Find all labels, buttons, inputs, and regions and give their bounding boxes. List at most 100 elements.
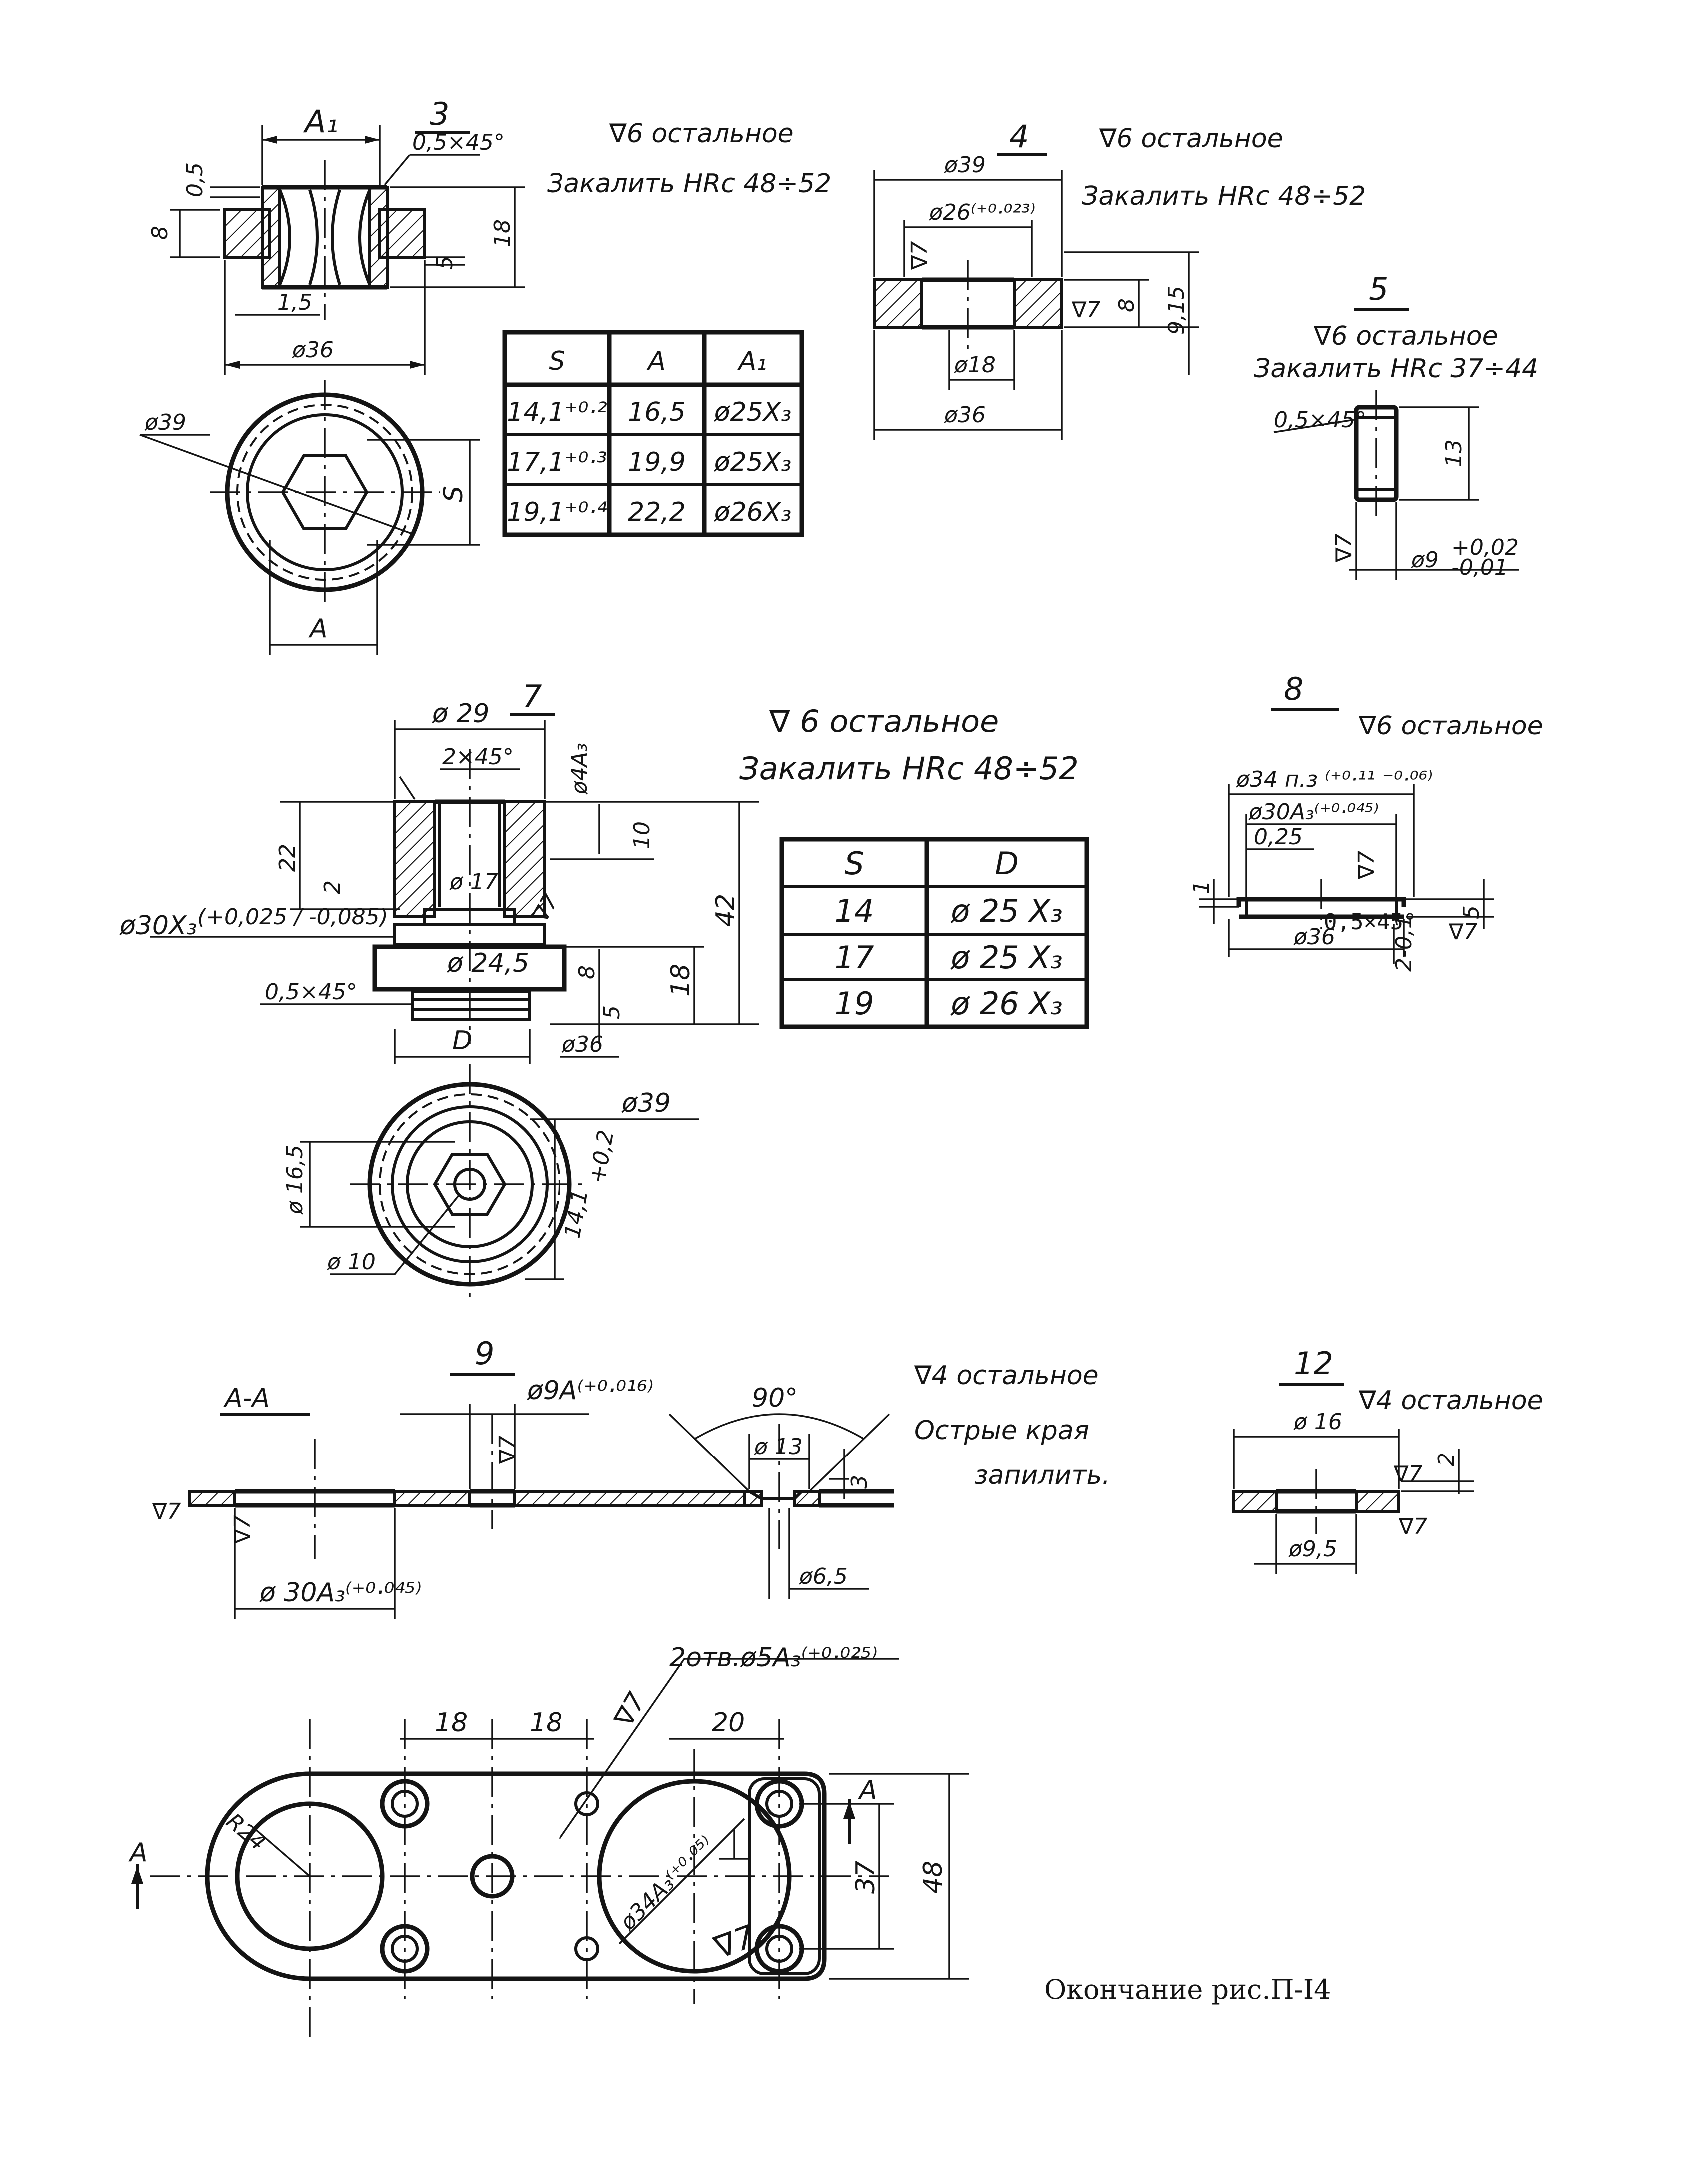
view-3-dim-a: A [308, 614, 328, 644]
view-8-dim-025: 0,25 [1254, 824, 1303, 850]
table-1 [502, 330, 804, 537]
view-7-dim-chamfer2: 2×45° [442, 744, 514, 770]
view-7-dim-18: 18 [666, 964, 696, 997]
plate-plan-view: 2отв.ø5A₃⁽⁺⁰·⁰²⁵⁾ ∇7 18 18 20 A A R24 ø3… [128, 1643, 969, 2039]
view-5-tol-up: +0,02 [1451, 535, 1519, 560]
table1-header-1: A [646, 346, 666, 376]
table2-cell-2-1: ø 26 X₃ [950, 985, 1063, 1022]
view-7-roughness-note: ∇ 6 остальное [769, 703, 999, 739]
view-7-dim-10: 10 [629, 821, 655, 849]
view-9-dim-13: ø 13 [754, 1434, 803, 1459]
view-7-dim-245: ø 24,5 [447, 948, 529, 978]
view-8-dim-5: 5 [1459, 905, 1484, 919]
view-3-dim-chamfer: 0,5×45° [412, 130, 505, 155]
view-4-roughness-b: ∇7 [1071, 297, 1100, 323]
view-7-dim-39: ø39 [621, 1088, 671, 1118]
plate-dim-20: 20 [712, 1708, 745, 1738]
view-7-dim-8: 8 [574, 965, 600, 979]
view-4-dim-18: ø18 [954, 352, 996, 378]
table-2 [779, 837, 1089, 1029]
plate-dim-48: 48 [918, 1861, 948, 1894]
view-7-dim-chamfer05: 0,5×45° [265, 979, 357, 1005]
table1-cell-1-1: 19,9 [628, 447, 686, 477]
table1-cell-2-0: 19,1⁺⁰·⁴ [507, 497, 607, 527]
view-7-end-view [300, 1064, 699, 1304]
view-7-dim-22: 22 [275, 844, 300, 872]
table1-header-0: S [549, 346, 565, 376]
view-7-dim-141: 14,1 [560, 1188, 593, 1240]
table1-cell-0-2: ø25X₃ [714, 397, 791, 427]
view-5-roughness-note: ∇6 остальное [1313, 321, 1498, 351]
view-9-roughness-b: ∇7 [152, 1499, 181, 1524]
view-9-roughness-c: ∇7 [230, 1515, 255, 1544]
view-8-dim-201: 2-0,1 [1391, 915, 1417, 972]
view-7-hardening-note: Закалить HRc 48÷52 [739, 750, 1079, 787]
plate-holes-note: 2отв.ø5A₃⁽⁺⁰·⁰²⁵⁾ [669, 1643, 878, 1673]
table2-header-0: S [844, 845, 864, 882]
plate-dim-18a: 18 [435, 1708, 468, 1738]
view-5-hardening-note: Закалить HRc 37÷44 [1254, 354, 1538, 384]
view-3: 3 ∇6 остальное Закалить HRc 48÷52 A₁ 0,5… [139, 96, 831, 655]
table2-cell-0-1: ø 25 X₃ [950, 893, 1063, 929]
view-3-dim-05: 0,5 [182, 162, 208, 197]
view-8-roughness-b: ∇7 [1448, 919, 1477, 945]
view-9: 9 A-A ∇4 остальное Острые края запилить. [152, 1335, 1110, 1619]
view-3-dim-8: 8 [147, 226, 173, 240]
view-7-dim-10: ø 10 [327, 1249, 376, 1275]
view-8-roughness-a: ∇7 [1354, 851, 1379, 880]
figure-caption: Окончание рис.П-I4 [1044, 1974, 1331, 2005]
view-4-dim-36: ø36 [944, 402, 986, 428]
view-3-wall-right [368, 186, 389, 289]
view-3-wall-left [261, 186, 281, 289]
view-5-dim-chamfer: 0,5×45° [1274, 407, 1366, 433]
view-5-number: 5 [1369, 271, 1388, 307]
table1-cell-2-1: 22,2 [628, 497, 686, 527]
view-7-dim-30: ø30X₃ [119, 911, 197, 941]
view-7-dim-4: ø4A₃ [567, 743, 592, 795]
view-4-hardening-note: Закалить HRc 48÷52 [1082, 181, 1366, 211]
view-3-roughness-note: ∇6 остальное [609, 119, 794, 149]
table1-header-2: A₁ [737, 346, 767, 376]
table2-cell-0-0: 14 [835, 893, 874, 929]
view-5-dim-9: ø9 [1411, 547, 1439, 573]
view-7-dim-29: ø 29 [432, 699, 490, 728]
table1-cell-1-2: ø25X₃ [714, 447, 791, 477]
view-3-dim-5: 5 [432, 256, 458, 270]
view-3-dim-36: ø36 [292, 337, 334, 363]
view-9-roughness-note: ∇4 остальное [914, 1361, 1099, 1391]
view-5-dim-13: 13 [1441, 439, 1467, 467]
view-5: 5 ∇6 остальное Закалить HRc 37÷44 0,5×45… [1254, 271, 1538, 580]
view-4-dim-8: 8 [1114, 298, 1139, 312]
view-9-roughness-a: ∇7 [495, 1436, 520, 1464]
view-7: 7 ∇ 6 остальное Закалить HRc 48÷52 [119, 678, 1079, 1304]
plate-dim-18b: 18 [530, 1708, 562, 1738]
view-3-dim-18: 18 [490, 219, 515, 247]
view-7-dim-d: D [452, 1026, 472, 1056]
view-3-dim-15: 1,5 [277, 290, 312, 315]
view-4-dim-915: 9,15 [1164, 286, 1189, 335]
view-5-tol-down: -0,01 [1451, 555, 1508, 580]
view-4-roughness-note: ∇6 остальное [1099, 124, 1283, 154]
view-3-number: 3 [430, 96, 449, 132]
table2-cell-2-0: 19 [835, 985, 874, 1022]
table1-cell-1-0: 17,1⁺⁰·³ [507, 447, 607, 477]
view-9-dim-65: ø6,5 [799, 1564, 848, 1589]
table2-header-1: D [995, 845, 1019, 882]
plate-dim-34: ø34A₃⁽⁺⁰·⁰⁵⁾ [615, 1831, 719, 1935]
plate-dim-37: 37 [851, 1861, 881, 1894]
table2-cell-1-1: ø 25 X₃ [950, 939, 1063, 976]
view-7-tol-141: +0,2 [585, 1128, 619, 1185]
view-9-number: 9 [475, 1335, 494, 1372]
view-7-dim-36: ø36 [561, 1032, 603, 1057]
view-3-hardening-note: Закалить HRc 48÷52 [547, 169, 831, 199]
view-8-roughness-note: ∇6 остальное [1358, 711, 1543, 741]
view-7-dim-17: ø 17 [449, 869, 498, 895]
view-4-dim-39: ø39 [944, 152, 986, 178]
plate-roughness-b: ∇7 [709, 1918, 760, 1966]
view-8-dim-chamfer: 0,5×45° [1324, 909, 1416, 935]
view-7-dim-5: 5 [599, 1005, 625, 1019]
